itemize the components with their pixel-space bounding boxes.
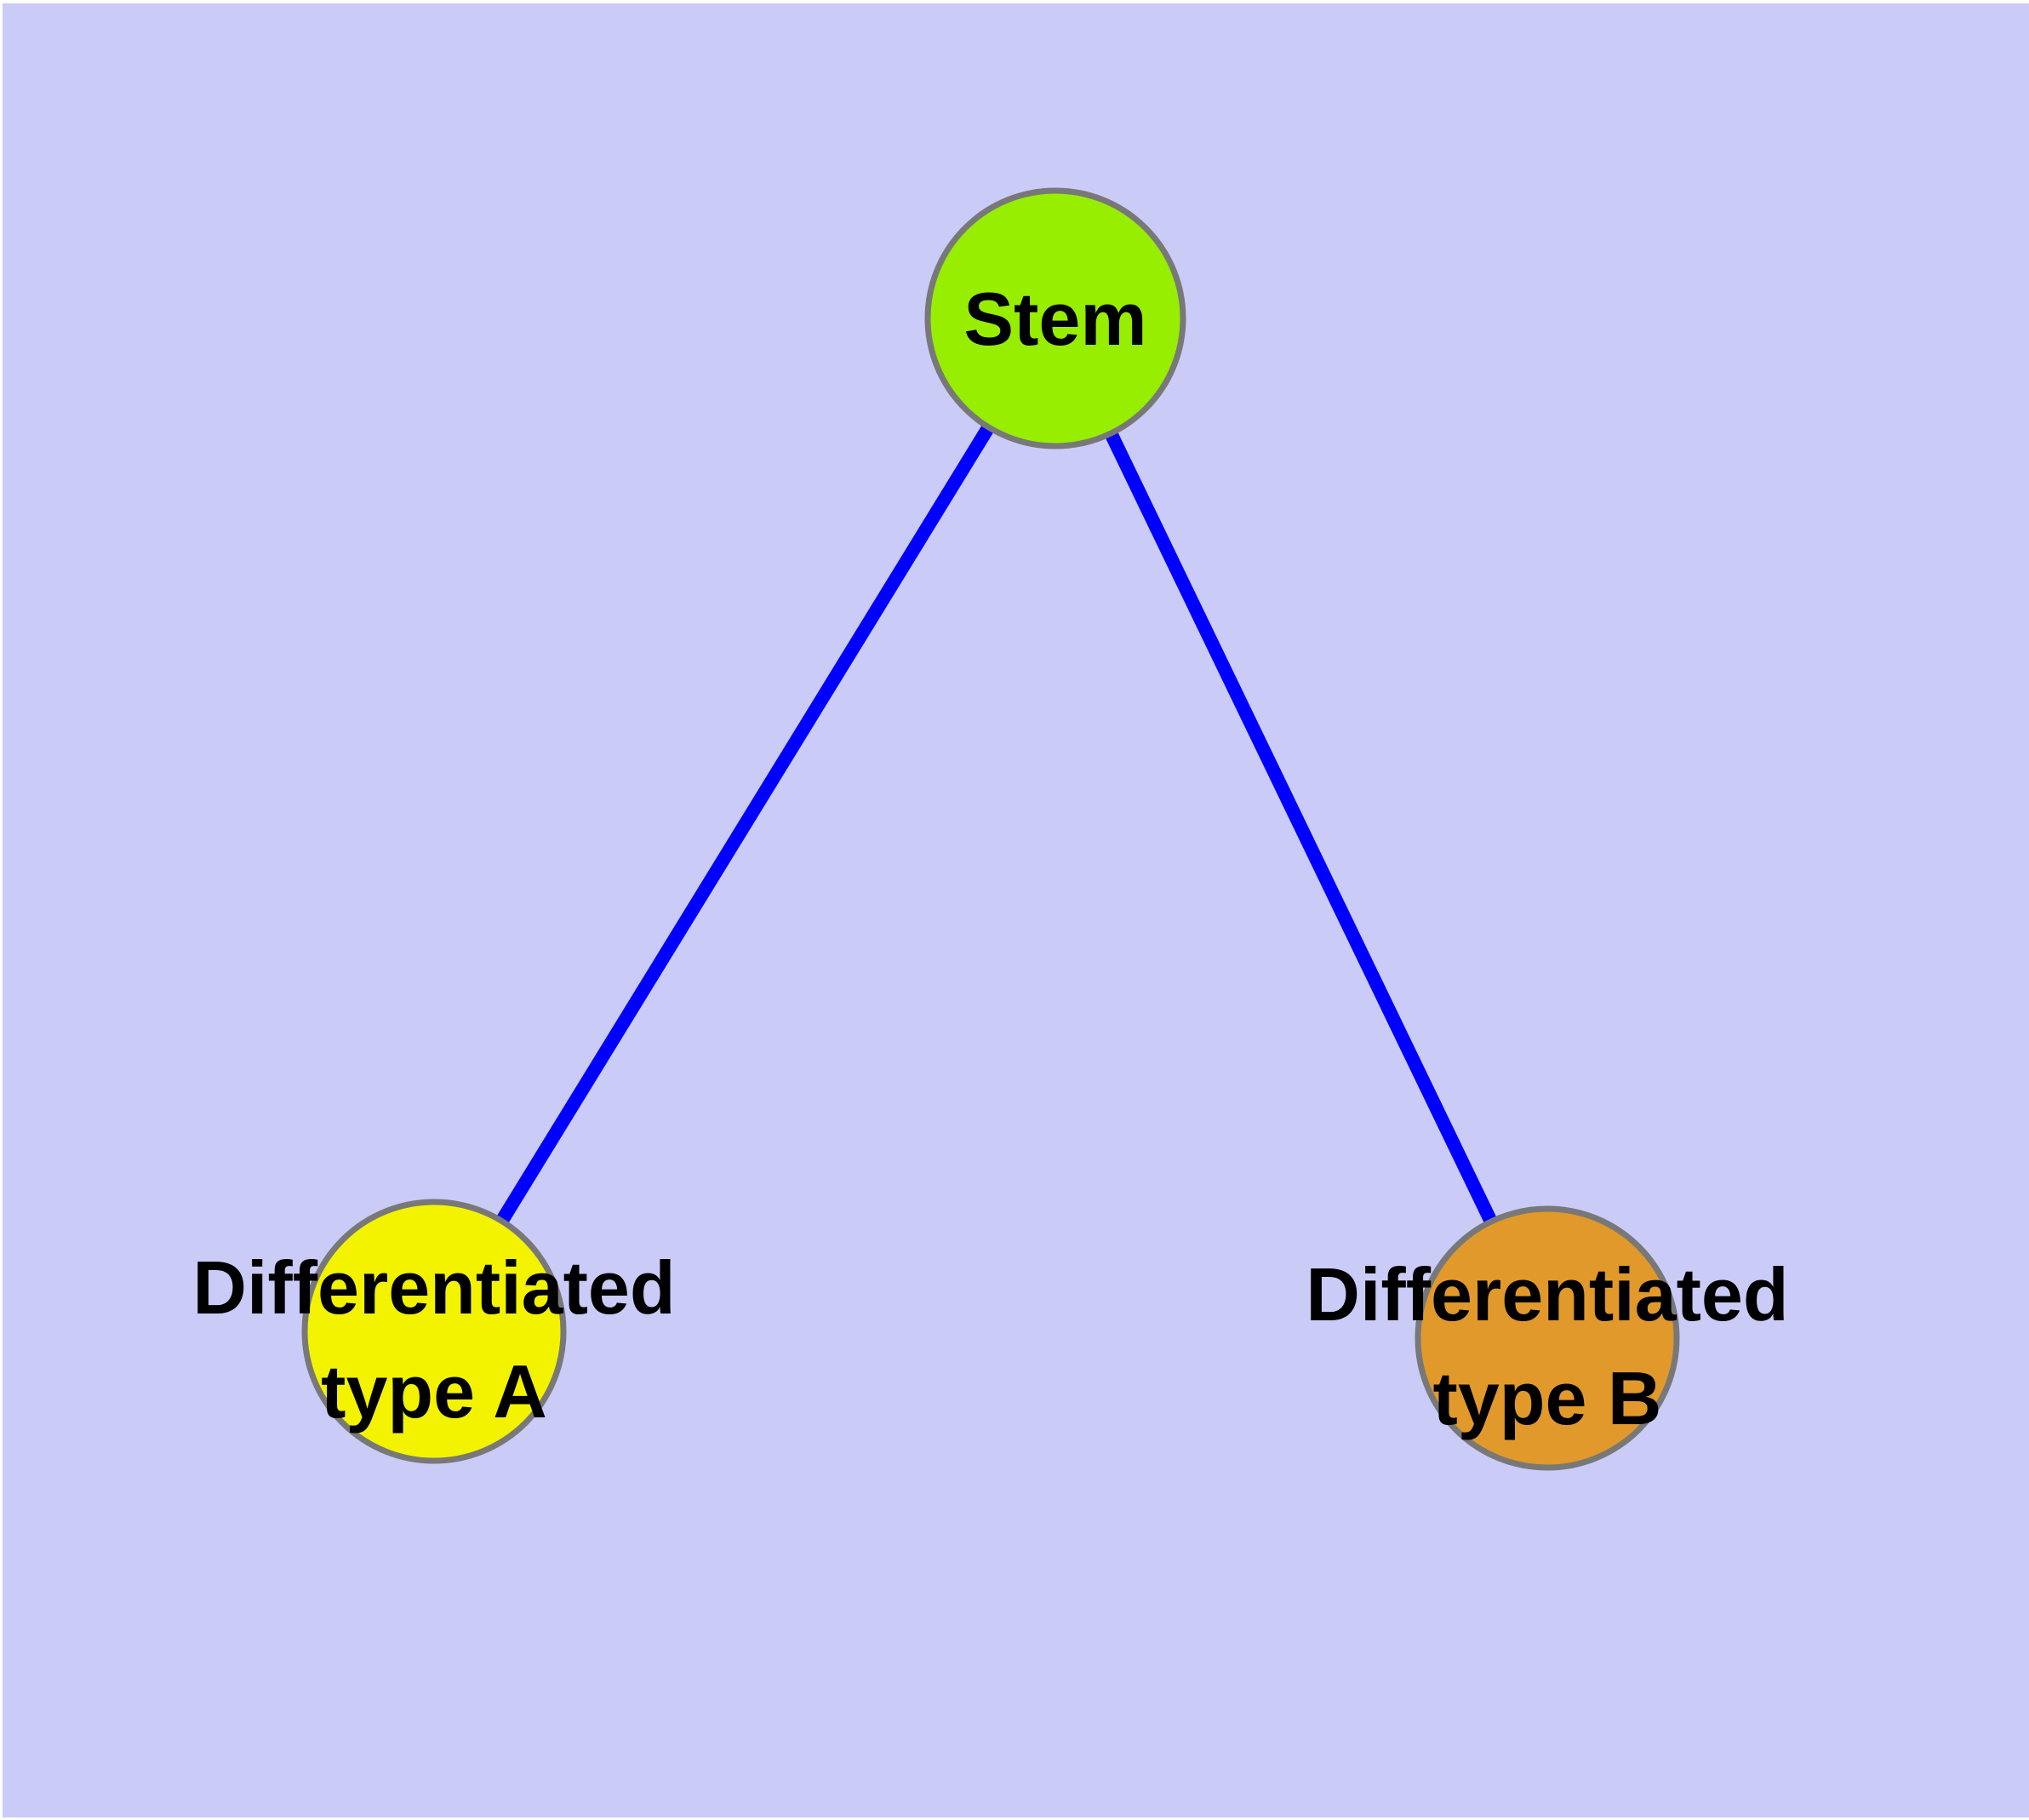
node-type-b-label-line2: type B [1433, 1356, 1662, 1440]
node-type-a-label-line2: type A [321, 1349, 547, 1434]
node-type-b [1415, 1205, 1680, 1471]
node-type-b-label-line1: Differentiated [1306, 1252, 1788, 1336]
edge-stem-to-type-a [428, 314, 1061, 1336]
edge-stem-to-type-b [1049, 315, 1554, 1342]
node-type-a-label-line1: Differentiated [192, 1245, 675, 1330]
node-stem [924, 187, 1186, 449]
node-stem-label: Stem [963, 277, 1146, 361]
node-type-a [301, 1199, 567, 1464]
